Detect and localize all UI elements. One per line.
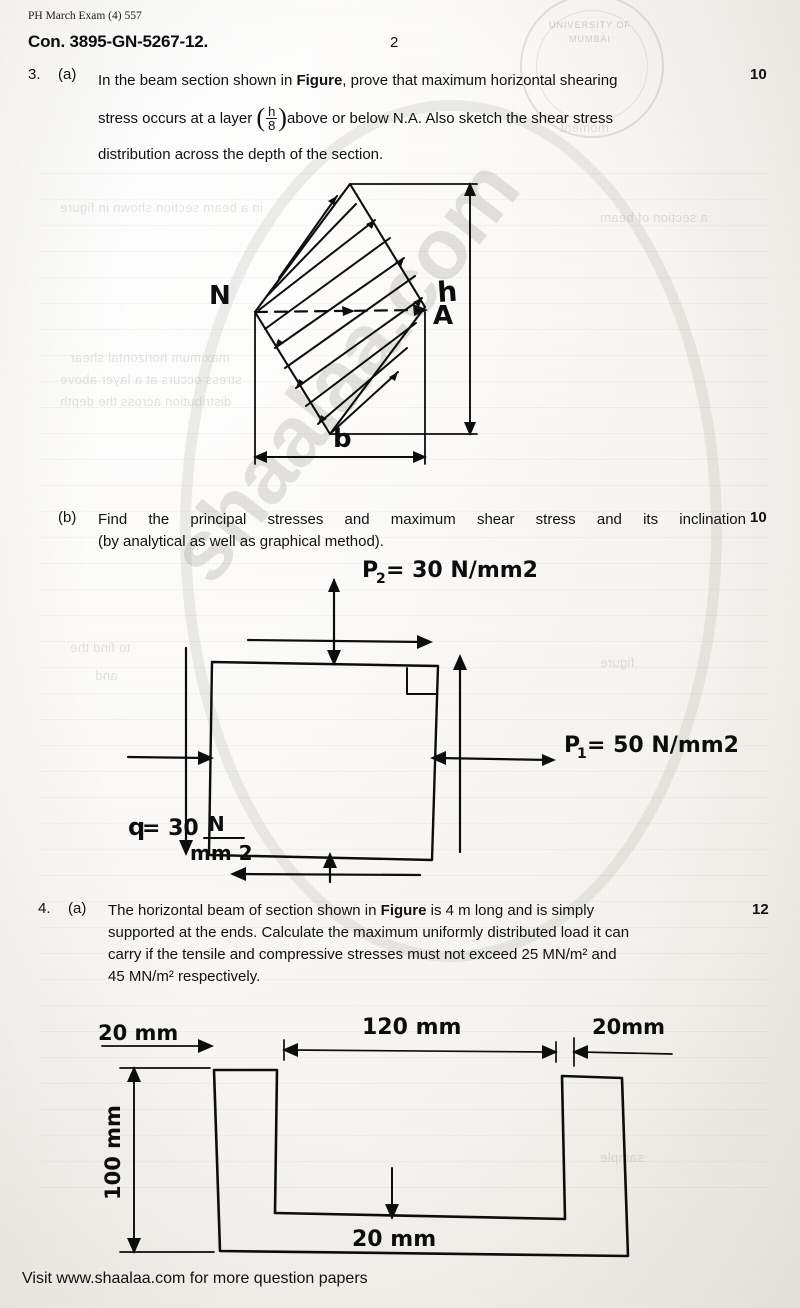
fraction-denominator: 8 — [266, 117, 278, 133]
label-q-value: = 30 — [142, 816, 199, 841]
circular-watermark-ring — [180, 100, 722, 962]
dim-right-flange: 20mm — [592, 1015, 665, 1039]
label-A: A — [433, 301, 453, 331]
question-4a-letter: (a) — [68, 900, 87, 917]
label-b: b — [333, 424, 352, 454]
label-p1-group: P 1 = 50 N/mm2 — [564, 733, 739, 762]
page-number: 2 — [390, 34, 399, 51]
dim-bottom-flange: 20 mm — [352, 1227, 436, 1252]
question-3b-line2: (by analytical as well as graphical meth… — [98, 533, 384, 550]
label-q-numerator: N — [208, 812, 225, 836]
label-p2-value: = 30 N/mm2 — [386, 558, 538, 583]
question-4a-line4: 45 MN/m² respectively. — [108, 968, 261, 985]
university-stamp-text: UNIVERSITY OF MUMBAI — [549, 20, 631, 44]
question-3a-letter: (a) — [58, 66, 77, 83]
label-p1-symbol: P — [564, 733, 580, 758]
dim-inner-width: 120 mm — [362, 1015, 461, 1040]
question-3b-marks: 10 — [750, 509, 767, 526]
question-4-number: 4. — [38, 900, 51, 917]
label-N: N — [209, 281, 231, 311]
question-4a-line1: The horizontal beam of section shown in … — [108, 900, 748, 922]
label-h: h — [436, 275, 458, 309]
figure-diamond-beam-section: N A A h b — [185, 172, 505, 492]
q3a-line2-a: stress occurs at a layer — [98, 110, 253, 127]
figure-u-channel-section: 20 mm 120 mm 20mm 100 mm 20 mm — [62, 1008, 762, 1278]
label-q-group: q = 30 N mm 2 — [128, 812, 253, 865]
label-p1-value: = 50 N/mm2 — [587, 733, 739, 758]
q4a-text-a: The horizontal beam of section shown in — [108, 902, 381, 919]
q3a-text-a: In the beam section shown in — [98, 72, 297, 89]
dim-overall-depth: 100 mm — [101, 1105, 125, 1200]
right-paren: ) — [278, 103, 287, 133]
question-4a-line2: supported at the ends. Calculate the max… — [108, 924, 630, 941]
q3a-text-b: , prove that maximum horizontal shearing — [342, 72, 618, 89]
question-3a-line3: distribution across the depth of the sec… — [98, 146, 384, 163]
question-3b-line1: Find the principal stresses and maximum … — [98, 511, 746, 528]
q3a-line2-b: above or below N.A. Also sketch the shea… — [286, 110, 613, 127]
dim-left-flange: 20 mm — [98, 1021, 178, 1045]
university-stamp-icon — [520, 0, 664, 138]
question-4a-line3: carry if the tensile and compressive str… — [108, 946, 617, 963]
fraction-numerator: h — [268, 103, 276, 119]
question-4a-marks: 12 — [752, 901, 769, 918]
left-paren: ( — [256, 103, 266, 133]
question-3-number: 3. — [28, 66, 41, 83]
footer-link: Visit www.shaalaa.com for more question … — [22, 1270, 368, 1287]
label-q-denominator: mm 2 — [190, 841, 253, 865]
q4a-text-b: is 4 m long and is simply — [426, 902, 595, 919]
label-p2-symbol: P — [362, 558, 378, 583]
question-3a-line1: In the beam section shown in Figure, pro… — [98, 66, 746, 96]
label-p2-group: P 2 = 30 N/mm2 — [362, 558, 538, 587]
q4a-figure-word: Figure — [380, 902, 427, 919]
question-3b-letter: (b) — [58, 509, 77, 526]
label-p2-subscript: 2 — [376, 571, 386, 587]
label-p1-subscript: 1 — [577, 746, 587, 762]
exam-header-label: PH March Exam (4) 557 — [28, 10, 142, 22]
question-3a-marks: 10 — [750, 66, 767, 83]
q3a-figure-word: Figure — [296, 72, 343, 89]
figure-stress-element: P 2 = 30 N/mm2 P 1 = 50 N/mm2 q = 30 N m… — [120, 552, 760, 884]
label-q-symbol: q — [128, 813, 145, 841]
con-number: Con. 3895-GN-5267-12. — [28, 32, 209, 51]
